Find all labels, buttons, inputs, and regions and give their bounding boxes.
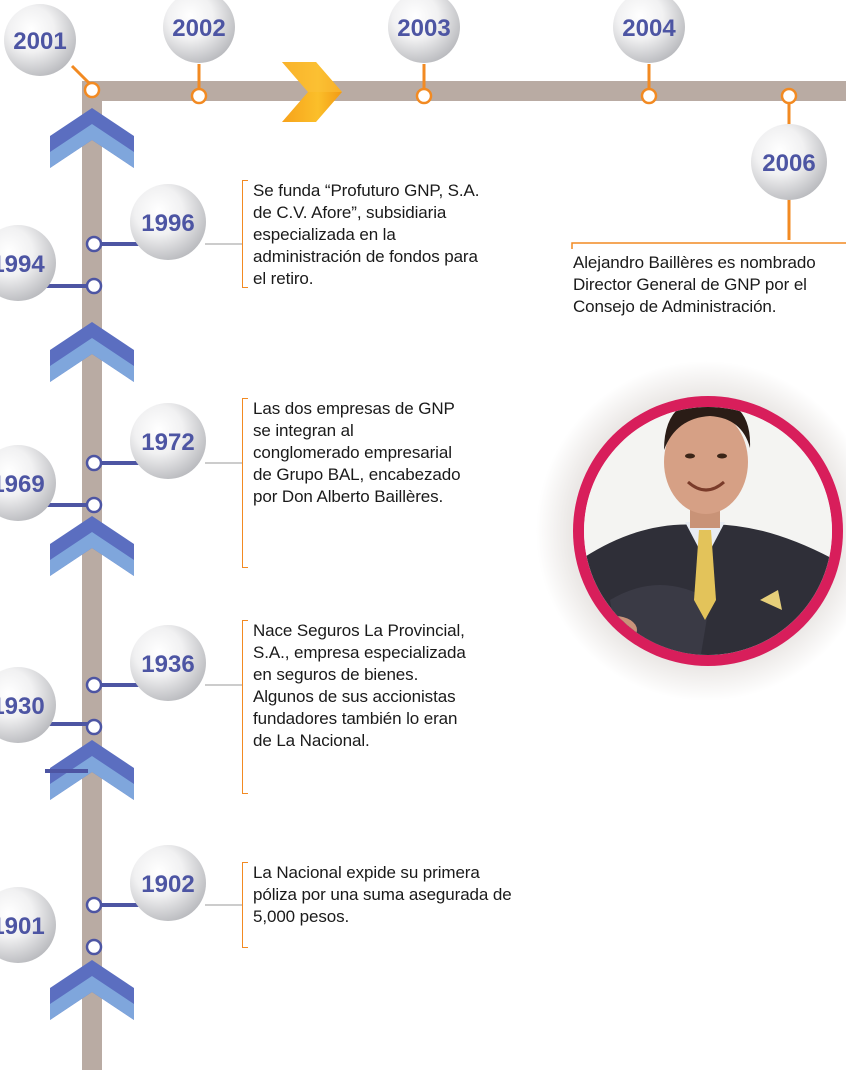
year-label-1972: 1972 bbox=[141, 429, 194, 456]
year-bubble-1994: 1994 bbox=[0, 225, 56, 301]
year-bubble-1901: 1901 bbox=[0, 887, 56, 963]
year-label-1902: 1902 bbox=[141, 871, 194, 898]
node-2006 bbox=[780, 87, 798, 105]
year-bubble-1902: 1902 bbox=[130, 845, 206, 921]
chevron-up-icon bbox=[50, 516, 134, 576]
chevron-up-icon bbox=[50, 108, 134, 168]
year-label-2004: 2004 bbox=[622, 15, 676, 42]
node-2001 bbox=[83, 81, 101, 99]
year-label-1994: 1994 bbox=[0, 251, 45, 278]
event-text-1972: Las dos empresas de GNP se integran al c… bbox=[241, 398, 463, 568]
year-label-2003: 2003 bbox=[397, 15, 450, 42]
event-text-1996: Se funda “Profuturo GNP, S.A. de C.V. Af… bbox=[241, 180, 483, 288]
year-label-2001: 2001 bbox=[13, 28, 66, 55]
node-2004 bbox=[640, 87, 658, 105]
year-bubble-1969: 1969 bbox=[0, 445, 56, 521]
event-1902-description: La Nacional expide su primera póliza por… bbox=[253, 863, 512, 926]
year-label-1936: 1936 bbox=[141, 651, 194, 678]
year-label-2002: 2002 bbox=[172, 15, 225, 42]
year-bubble-1930: 1930 bbox=[0, 667, 56, 743]
event-text-2006: Alejandro Baillères es nombrado Director… bbox=[573, 252, 846, 318]
event-2006-description: Alejandro Baillères es nombrado Director… bbox=[573, 253, 816, 316]
event-1936-description: Nace Seguros La Provincial, S.A., empres… bbox=[253, 621, 466, 750]
node-2003 bbox=[415, 87, 433, 105]
year-label-2006: 2006 bbox=[762, 150, 815, 177]
chevron-up-icon bbox=[50, 740, 134, 800]
vertical-track bbox=[82, 81, 102, 1070]
year-bubble-2006: 2006 bbox=[751, 124, 827, 200]
year-label-1901: 1901 bbox=[0, 913, 45, 940]
event-1972-description: Las dos empresas de GNP se integran al c… bbox=[253, 399, 461, 506]
year-bubble-1996: 1996 bbox=[130, 184, 206, 260]
node-2002 bbox=[190, 87, 208, 105]
year-label-1969: 1969 bbox=[0, 471, 45, 498]
event-text-1936: Nace Seguros La Provincial, S.A., empres… bbox=[241, 620, 468, 794]
orange-arrow-icon bbox=[282, 62, 342, 122]
event-1996-description: Se funda “Profuturo GNP, S.A. de C.V. Af… bbox=[253, 181, 480, 288]
chevron-up-icon bbox=[50, 960, 134, 1020]
event-text-1902: La Nacional expide su primera póliza por… bbox=[241, 862, 523, 948]
year-bubble-1936: 1936 bbox=[130, 625, 206, 701]
chevron-up-icon bbox=[50, 322, 134, 382]
year-label-1996: 1996 bbox=[141, 210, 194, 237]
year-bubble-2004: 2004 bbox=[613, 0, 685, 63]
year-bubble-2003: 2003 bbox=[388, 0, 460, 63]
year-label-1930: 1930 bbox=[0, 693, 45, 720]
year-bubble-2002: 2002 bbox=[163, 0, 235, 63]
year-bubble-1972: 1972 bbox=[130, 403, 206, 479]
portrait-photo bbox=[536, 361, 846, 701]
year-bubble-2001: 2001 bbox=[4, 4, 76, 76]
